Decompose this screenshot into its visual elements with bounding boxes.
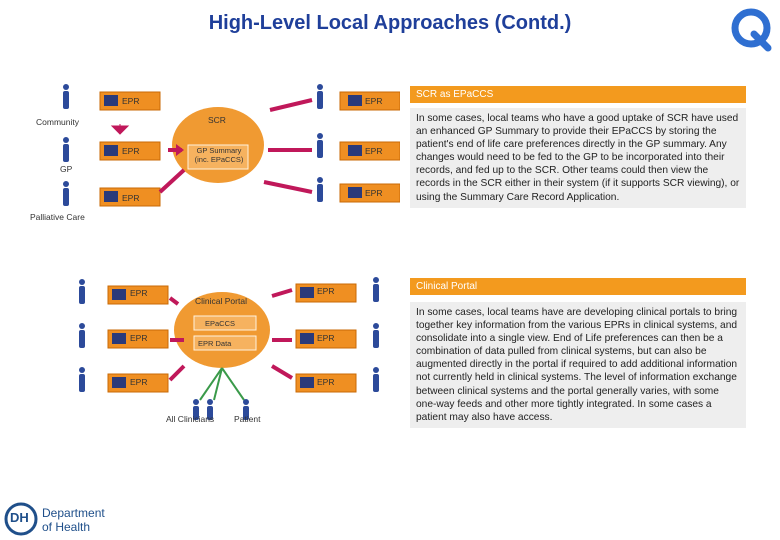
section-text-clinical-portal: In some cases, local teams have are deve… [410,302,746,428]
epr-label: EPR [130,333,148,343]
epr-data-label: EPR Data [198,339,232,348]
epr-label: EPR [317,286,335,296]
gp-label: GP [60,164,73,174]
clinical-portal-label: Clinical Portal [195,296,247,306]
epr-label: EPR [130,377,148,387]
page-title: High-Level Local Approaches (Contd.) [208,12,572,34]
community-label: Community [36,117,79,127]
portal-diagram [79,277,379,420]
epr-label: EPR [122,146,140,156]
dh-mark: DH [10,510,29,525]
epr-label: EPR [365,96,383,106]
epr-label: EPR [130,288,148,298]
palliative-care-label: Palliative Care [30,212,85,222]
section-header-scr-as-epaccs: SCR as EPaCCS [410,86,746,103]
epr-label: EPR [365,146,383,156]
scr-diagram [63,84,400,207]
section-header-clinical-portal: Clinical Portal [410,278,746,295]
dh-line1: Department [42,506,105,520]
epaccs-label: EPaCCS [205,319,236,328]
q-logo-icon [731,8,772,52]
dh-line2: of Health [42,520,91,534]
scr-label: SCR [208,115,226,125]
gp-summary-label: GP Summary (inc. EPaCCS) [194,146,244,164]
all-clinicians-label: All Clinicians [166,414,215,424]
section-text-scr-as-epaccs: In some cases, local teams who have a go… [410,108,746,208]
epr-label: EPR [317,377,335,387]
dh-crest-icon [4,502,38,536]
epr-label: EPR [122,96,140,106]
department-of-health-logo: DH Department of Health [0,496,125,540]
epr-label: EPR [122,193,140,203]
epr-label: EPR [317,333,335,343]
epr-label: EPR [365,188,383,198]
patient-label: Patient [234,414,261,424]
